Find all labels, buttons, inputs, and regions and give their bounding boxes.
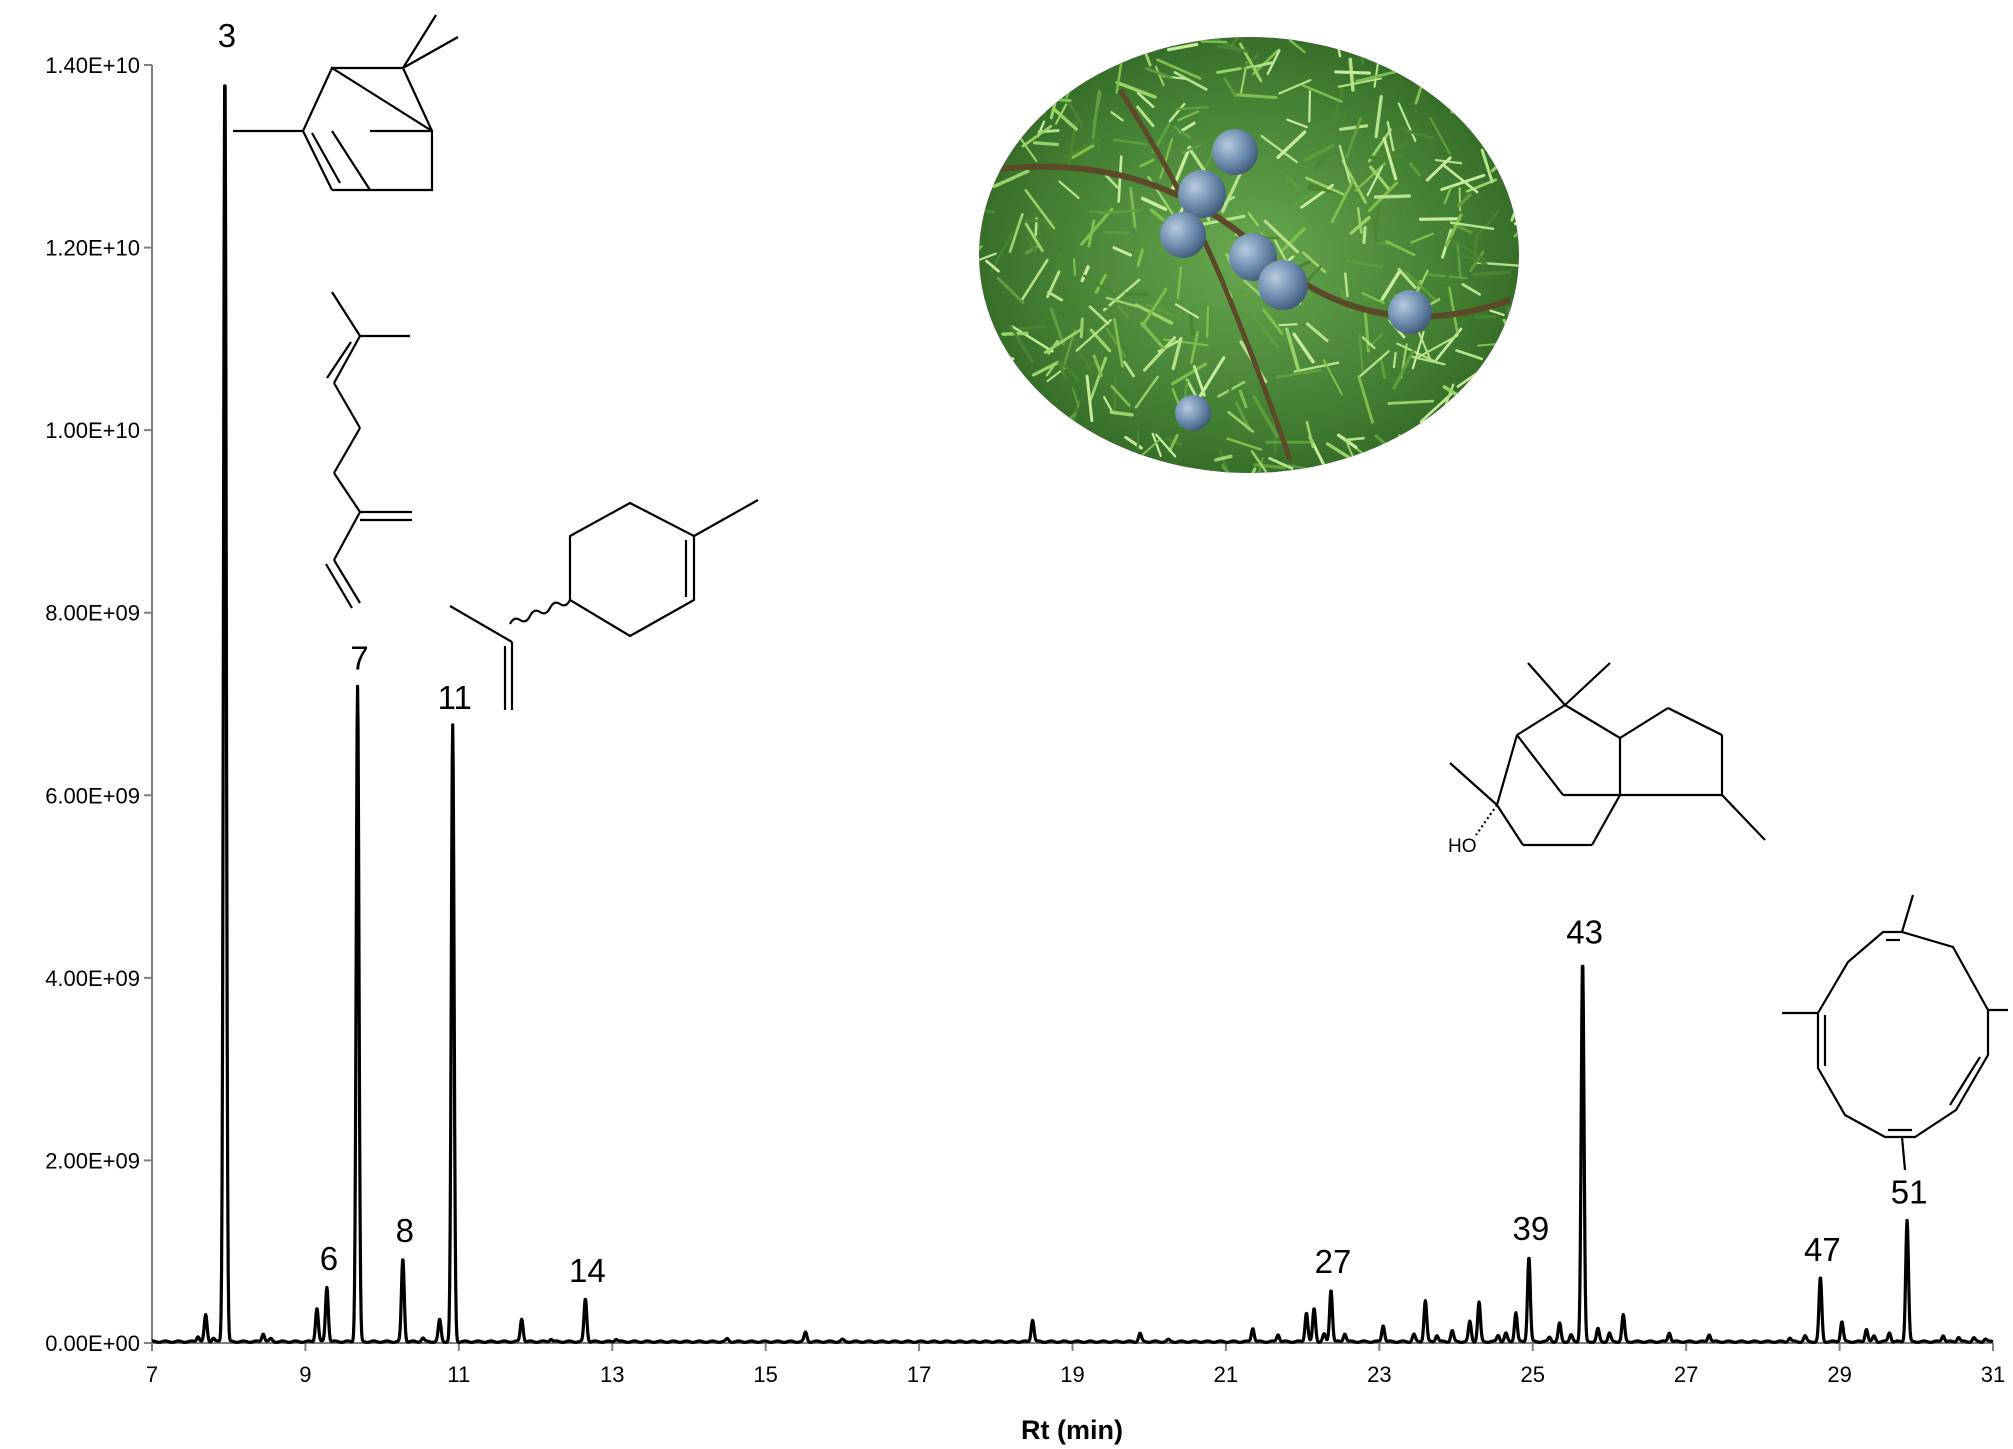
juniper-berries-photo	[979, 37, 1519, 473]
x-tick-label: 15	[753, 1362, 777, 1387]
juniper-berries	[1160, 129, 1432, 431]
x-tick-label: 23	[1367, 1362, 1391, 1387]
y-tick-label: 1.00E+10	[45, 418, 140, 443]
x-tick-label: 19	[1060, 1362, 1084, 1387]
x-axis-title: Rt (min)	[1021, 1415, 1123, 1445]
y-tick-label: 6.00E+09	[45, 783, 140, 808]
y-tick-label: 8.00E+09	[45, 601, 140, 626]
peak-label-11: 11	[438, 679, 472, 716]
y-tick-label: 2.00E+09	[45, 1148, 140, 1173]
peak-label-6: 6	[320, 1240, 338, 1277]
chromatogram-trace	[150, 84, 1995, 1344]
x-tick-label: 9	[299, 1362, 311, 1387]
x-tick-label: 21	[1214, 1362, 1238, 1387]
x-tick-label: 31	[1981, 1362, 2005, 1387]
y-tick-label: 0.00E+00	[45, 1331, 140, 1356]
y-tick-label: 1.20E+10	[45, 236, 140, 261]
cedrol-structure-icon: HO	[1448, 662, 1766, 857]
x-tick-label: 13	[600, 1362, 624, 1387]
y-tick-label: 4.00E+09	[45, 966, 140, 991]
x-tick-label: 7	[146, 1362, 158, 1387]
peak-labels: 3 6 7 8 11 14 27 39 43 47 51	[218, 17, 1928, 1289]
peak-label-39: 39	[1513, 1210, 1550, 1247]
x-tick-label: 27	[1674, 1362, 1698, 1387]
cyclododecatriene-structure-icon	[1782, 894, 2008, 1171]
limonene-structure-icon	[449, 499, 759, 710]
alpha-pinene-structure-icon	[233, 14, 459, 192]
x-axis-ticks: 7 9 11 13 15 17 19 21 23 25 27 29 31	[146, 1343, 2005, 1387]
peak-label-51: 51	[1891, 1174, 1928, 1211]
myrcene-structure-icon	[325, 291, 412, 609]
peak-label-7: 7	[350, 640, 368, 677]
y-axis-ticks: 0.00E+00 2.00E+09 4.00E+09 6.00E+09 8.00E+09…	[45, 53, 152, 1356]
peak-label-14: 14	[569, 1252, 606, 1289]
y-tick-label: 1.40E+10	[45, 53, 140, 78]
cedrol-hydroxyl-label: HO	[1448, 836, 1477, 857]
x-tick-label: 11	[447, 1362, 470, 1387]
x-tick-label: 25	[1521, 1362, 1545, 1387]
x-tick-label: 17	[907, 1362, 931, 1387]
peak-label-47: 47	[1804, 1231, 1841, 1268]
peak-label-3: 3	[218, 17, 236, 54]
x-tick-label: 29	[1827, 1362, 1851, 1387]
peak-label-27: 27	[1315, 1243, 1352, 1280]
peak-label-43: 43	[1566, 913, 1603, 950]
peak-label-8: 8	[396, 1212, 414, 1249]
